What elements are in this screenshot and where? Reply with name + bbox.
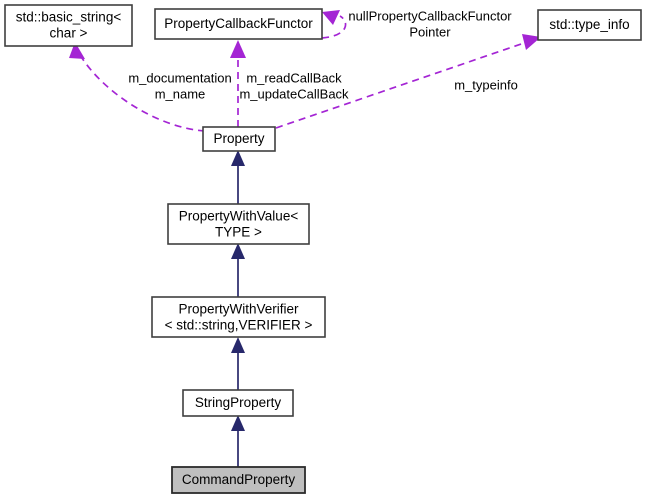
node-box-property[interactable] (202, 126, 276, 152)
node-box-string-property[interactable] (182, 389, 294, 417)
edge-callback-functor-self-loop (321, 10, 347, 39)
arrowhead-self-loop (322, 10, 340, 25)
arrowhead-inherit-string-property (231, 415, 245, 431)
node-box-command-property[interactable] (171, 466, 306, 494)
node-std-basic-string[interactable]: std::basic_string< char > (4, 4, 133, 47)
arrowhead-type-info (522, 34, 541, 50)
node-string-property[interactable]: StringProperty (182, 389, 294, 417)
node-label-std-type-info: std::type_info (549, 17, 629, 32)
arrowhead-inherit-property-with-verifier (231, 337, 245, 353)
edge-label-name: m_name (155, 86, 206, 101)
edge-label-typeinfo: m_typeinfo (454, 77, 518, 92)
node-property-with-verifier[interactable]: PropertyWithVerifier < std::string,VERIF… (151, 296, 326, 338)
node-label-property-with-verifier-line2: < std::string,VERIFIER > (165, 318, 313, 333)
arrowhead-basic-string (69, 42, 85, 59)
node-box-property-callback-functor[interactable] (154, 8, 323, 40)
edge-property-to-type-info (275, 34, 541, 129)
node-property-callback-functor[interactable]: PropertyCallbackFunctor (154, 8, 323, 40)
node-std-type-info[interactable]: std::type_info (537, 9, 642, 41)
node-property-with-value[interactable]: PropertyWithValue< TYPE > (167, 203, 310, 245)
node-command-property[interactable]: CommandProperty (171, 466, 306, 494)
node-box-std-type-info[interactable] (537, 9, 642, 41)
edge-command-property-to-string-property (231, 415, 245, 467)
node-box-property-with-verifier[interactable] (151, 296, 326, 338)
edge-label-read-callback: m_readCallBack (246, 70, 342, 85)
node-label-std-basic-string-line1: std::basic_string< (16, 10, 122, 25)
edge-label-null-pointer-line1: nullPropertyCallbackFunctor (348, 8, 512, 23)
arrowhead-inherit-property-with-value (231, 243, 245, 259)
edge-property-with-verifier-to-property-with-value (231, 243, 245, 297)
node-box-std-basic-string[interactable] (4, 4, 133, 47)
node-label-command-property: CommandProperty (182, 472, 296, 487)
edge-property-with-value-to-property (231, 150, 245, 204)
node-box-property-with-value[interactable] (167, 203, 310, 245)
node-label-property-with-value-line1: PropertyWithValue< (179, 209, 299, 224)
edge-label-documentation: m_documentation (128, 70, 231, 85)
node-property[interactable]: Property (202, 126, 276, 152)
node-label-std-basic-string-line2: char > (50, 26, 88, 41)
edge-string-property-to-property-with-verifier (231, 337, 245, 390)
edge-property-to-callback-functor (230, 40, 246, 127)
arrowhead-callback-functor (230, 40, 246, 58)
edge-line-null-pointer (321, 15, 347, 39)
edge-line-typeinfo (275, 41, 528, 129)
node-label-property-with-verifier-line1: PropertyWithVerifier (178, 302, 299, 317)
node-label-property: Property (213, 131, 264, 146)
node-label-property-callback-functor: PropertyCallbackFunctor (164, 16, 313, 31)
edge-label-update-callback: m_updateCallBack (239, 86, 349, 101)
edge-label-null-pointer-line2: Pointer (409, 24, 451, 39)
arrowhead-inherit-property (231, 150, 245, 166)
node-label-property-with-value-line2: TYPE > (215, 225, 262, 240)
edge-line-documentation-name (79, 54, 206, 132)
edge-property-to-basic-string (69, 42, 206, 132)
node-label-string-property: StringProperty (195, 395, 282, 410)
